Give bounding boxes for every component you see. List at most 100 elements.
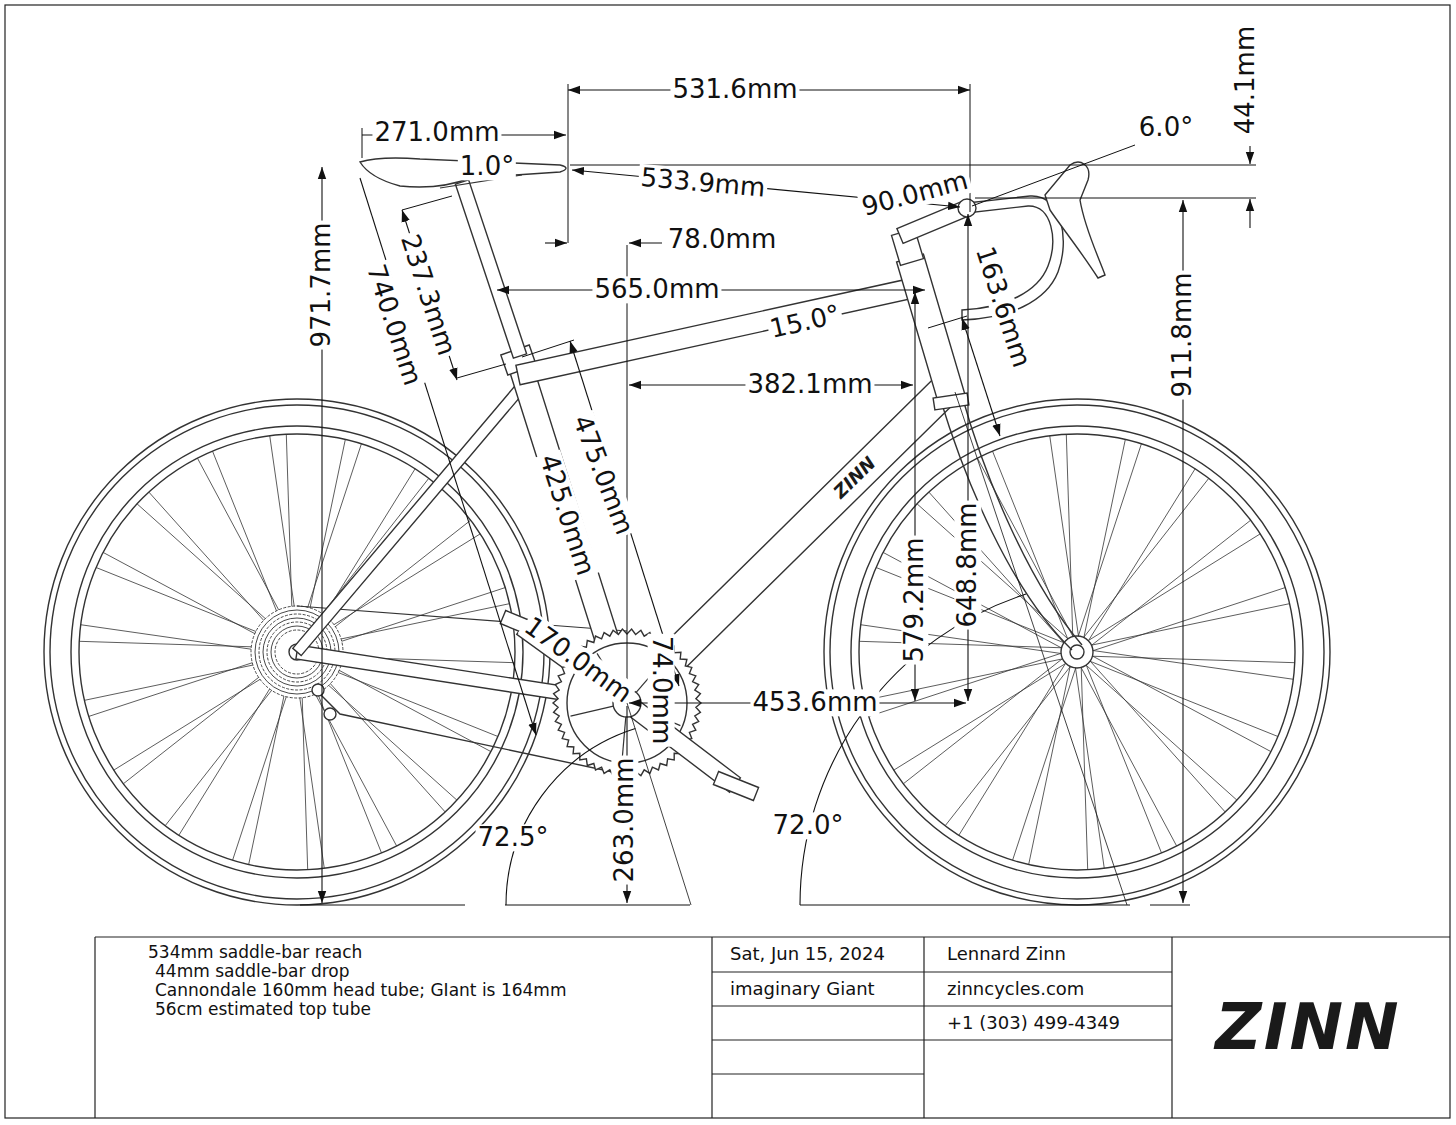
extension-line (362, 128, 363, 158)
rim-circle (830, 405, 1324, 899)
brand-logo: ZINN (1213, 994, 1402, 1061)
spoke (305, 661, 382, 853)
spoke (1066, 434, 1073, 640)
extension-line (457, 364, 506, 378)
bicycle (44, 158, 1330, 905)
rim-circle (851, 426, 1303, 878)
dimension-value: 271.0mm (372, 119, 501, 146)
extension-line (975, 198, 1256, 199)
spider-arm (571, 706, 614, 716)
spoke (903, 656, 1065, 784)
ground-line (1150, 905, 1190, 906)
spoke (894, 661, 1070, 770)
rim-circle (824, 399, 1330, 905)
dimension-value: 531.6mm (670, 76, 799, 103)
title-block-line (923, 937, 924, 1118)
extension-line (402, 196, 452, 210)
sheet-border (5, 5, 1450, 1118)
fork-crown (933, 393, 969, 410)
title-block-cell: imaginary Giant (728, 980, 877, 999)
derailleur-pulley (324, 708, 336, 720)
spoke (1083, 439, 1125, 641)
axle (1070, 645, 1084, 659)
dimension-line (629, 242, 662, 243)
brake-lever (1045, 162, 1105, 278)
spoke (1083, 662, 1237, 800)
hub (1061, 636, 1093, 668)
spoke (1089, 588, 1285, 652)
spoke (1086, 660, 1278, 737)
spoke (1087, 658, 1225, 812)
chain (297, 606, 627, 631)
ground-line (505, 905, 690, 906)
note-text: 534mm saddle-bar reach (146, 944, 364, 962)
seatpost (455, 180, 526, 358)
dimension-value: 78.0mm (666, 226, 779, 253)
wheel (824, 399, 1330, 905)
dimension-value: 971.7mm (308, 220, 335, 349)
dimension-line (1249, 199, 1250, 228)
dimension-lines (300, 84, 1256, 905)
dimension-line (360, 178, 536, 735)
spoke (1050, 436, 1079, 640)
spoke (299, 664, 397, 846)
extension-line (522, 340, 574, 357)
spoke (869, 652, 1065, 716)
dimension-line (1249, 146, 1250, 164)
spoke (1085, 661, 1162, 853)
extension-line (568, 84, 569, 243)
angle-value: 72.0° (771, 812, 846, 839)
spoke (1029, 662, 1071, 864)
angle-value: 6.0° (1137, 114, 1195, 141)
dimension-value: 44.1mm (1232, 24, 1259, 137)
spoke (1075, 664, 1104, 868)
title-block-line (924, 971, 1172, 972)
ground-line (800, 905, 1130, 906)
extension-line (627, 245, 628, 700)
angle-value: 1.0° (458, 153, 516, 180)
bar-clamp (958, 199, 976, 217)
title-block-cell: +1 (303) 499-4349 (945, 1014, 1122, 1033)
title-block-line (95, 936, 1450, 937)
note-text: 44mm saddle-bar drop (153, 963, 352, 981)
dimension-value: 263.0mm (611, 755, 638, 884)
rim-circle (859, 434, 1295, 870)
spoke (1088, 656, 1294, 663)
spoke (1079, 664, 1177, 846)
title-block-line (924, 1005, 1172, 1006)
title-block-line (924, 1039, 1172, 1040)
spoke (1086, 469, 1195, 645)
spoke (929, 492, 1067, 646)
spoke (859, 641, 1065, 648)
dimension-value: 911.8mm (1169, 270, 1196, 399)
note-text: Cannondale 160mm head tube; GIant is 164… (153, 982, 568, 1000)
pedal (713, 772, 758, 801)
fork-blade (940, 398, 1072, 650)
title-block-cell: Lennard Zinn (945, 945, 1068, 964)
dimension-value: 74.0mm (647, 634, 674, 747)
spoke (1089, 654, 1271, 752)
spoke (1089, 650, 1293, 679)
spoke (1077, 444, 1141, 640)
spoke (959, 660, 1068, 836)
title-block-cell: zinncycles.com (945, 980, 1086, 999)
top-tube (516, 277, 920, 385)
dimension-value: 163.6mm (970, 241, 1036, 372)
title-block-line (712, 971, 924, 972)
title-block-line (712, 1073, 924, 1074)
title-block-cell: Sat, Jun 15, 2024 (728, 945, 887, 964)
ground-line (300, 905, 465, 906)
title-block-line (711, 937, 712, 1118)
dimension-value: 453.6mm (750, 689, 879, 716)
spoke (1088, 520, 1250, 648)
dimension-value: 382.1mm (745, 371, 874, 398)
dimension-value: 579.2mm (901, 535, 928, 664)
axis-line (955, 392, 1127, 905)
spoke (1085, 534, 1261, 643)
angle-value: 15.0° (765, 300, 844, 343)
title-block-grid (5, 5, 1450, 1118)
dimension-line (545, 242, 567, 243)
spoke (1013, 664, 1077, 860)
angle-value: 72.5° (476, 824, 551, 851)
